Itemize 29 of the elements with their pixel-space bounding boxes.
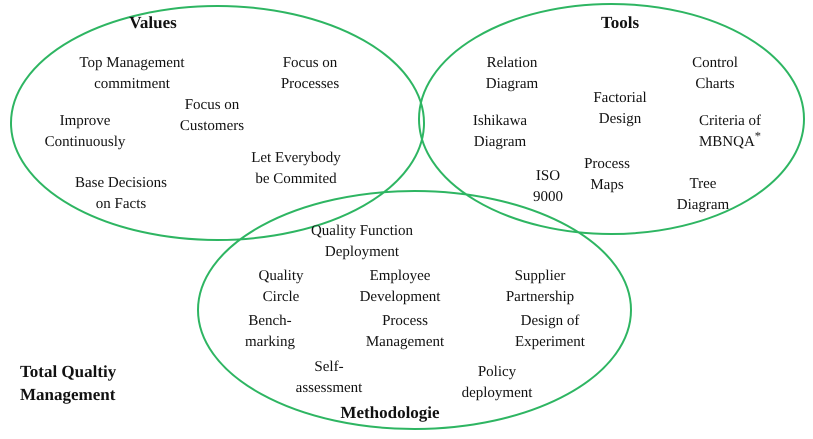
- tool-text: Criteria of MBNQA$^{*}$: [698, 112, 762, 152]
- group-title: Tools: [600, 12, 640, 33]
- tool-text: Relation Diagram: [484, 54, 540, 94]
- method-text: Process Management: [364, 312, 446, 352]
- group-title: Methodologie: [339, 402, 441, 423]
- method-text: Supplier Partnership: [504, 267, 576, 307]
- value-text: Focus on Processes: [280, 54, 340, 94]
- tool-text: ISO 9000: [532, 167, 564, 207]
- value-text: Base Decisions on Facts: [74, 174, 168, 214]
- tool-text: Ishikawa Diagram: [472, 112, 528, 152]
- values-ellipse: [10, 5, 425, 241]
- tools-ellipse: [418, 3, 805, 235]
- method-text: Self- assessment: [294, 358, 364, 398]
- tool-text: Process Maps: [583, 155, 631, 195]
- tool-text: Factorial Design: [592, 89, 648, 129]
- method-text: Employee Development: [358, 267, 442, 307]
- value-text: Top Management commitment: [78, 54, 186, 94]
- value-text: Let Everybody be Commited: [250, 149, 342, 189]
- method-text: Quality Circle: [258, 267, 304, 307]
- group-title: Values: [128, 12, 178, 33]
- method-text: Policy deployment: [460, 363, 534, 403]
- value-text: Improve Continuously: [44, 112, 126, 152]
- tool-text: Tree Diagram: [676, 175, 730, 215]
- method-text: Quality Function Deployment: [310, 222, 414, 262]
- value-text: Focus on Customers: [178, 96, 246, 136]
- tool-text: Control Charts: [691, 54, 739, 94]
- method-text: Bench- marking: [244, 312, 296, 352]
- method-text: Design of Experiment: [514, 312, 586, 352]
- diagram-heading: Total Qualtiy Management: [20, 361, 118, 406]
